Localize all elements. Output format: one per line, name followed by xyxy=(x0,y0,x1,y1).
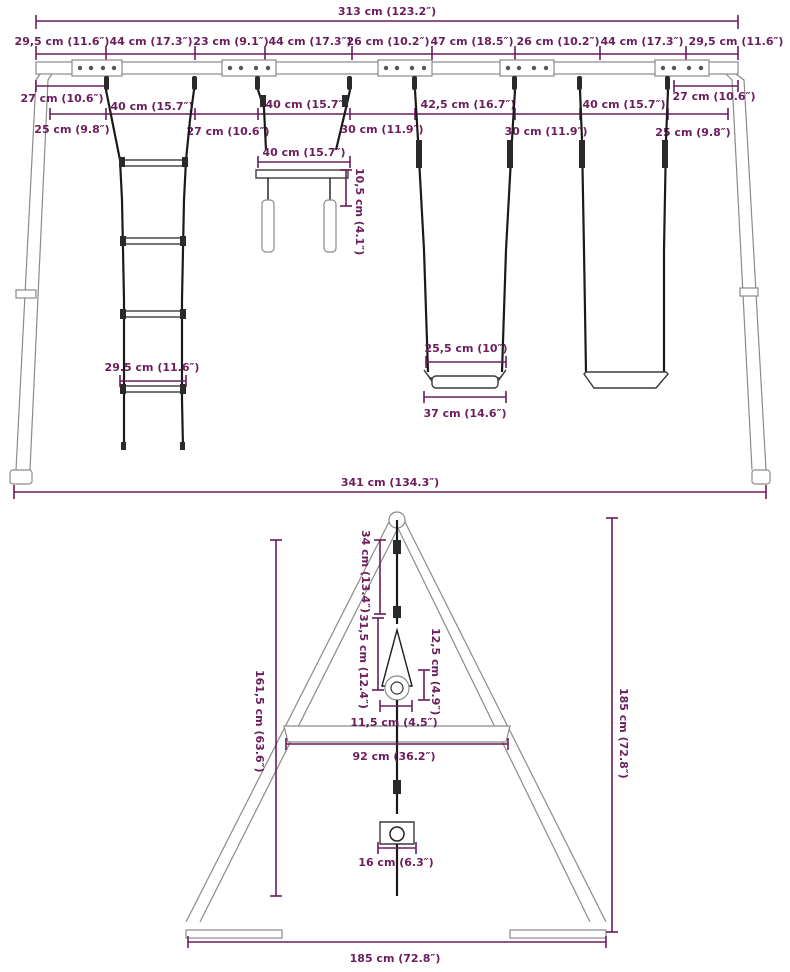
dim-swing-seat-inner: 25,5 cm (10″) xyxy=(424,342,508,368)
dim-total-top: 313 cm (123.2″) xyxy=(35,5,739,29)
dim-base-front: 341 cm (134.3″) xyxy=(13,476,767,499)
dim-segments: 29,5 cm (11.6″) 44 cm (17.3″) 23 cm (9.1… xyxy=(15,35,784,60)
base-side-label: 185 cm (72.8″) xyxy=(350,952,441,965)
hanger-g4-label: 30 cm (11.9″) xyxy=(504,125,587,138)
seat-width-label: 16 cm (6.3″) xyxy=(358,856,433,869)
side-rope xyxy=(379,520,415,896)
hanger-swing1-width-label: 42,5 cm (16.7″) xyxy=(421,98,516,111)
rope-top-label: 34 cm (13.4″) xyxy=(359,530,372,613)
swing-seat-1 xyxy=(413,89,517,389)
dim-rope-mid: 31,5 cm (12.4″) xyxy=(357,614,384,709)
dim-trapeze-bar: 40 cm (15.7″) xyxy=(257,146,351,168)
seg-label-1: 29,5 cm (11.6″) xyxy=(15,35,110,48)
swing-height-label: 161,5 cm (63.6″) xyxy=(253,670,266,773)
dim-ring-height: 12,5 cm (4.9″) xyxy=(418,628,442,715)
dim-total-height: 185 cm (72.8″) xyxy=(606,517,630,933)
dim-crossbar: 92 cm (36.2″) xyxy=(285,738,509,763)
seg-label-7: 26 cm (10.2″) xyxy=(516,35,599,48)
swing-seat-outer-label: 37 cm (14.6″) xyxy=(423,407,506,420)
crossbar-label: 92 cm (36.2″) xyxy=(352,750,435,763)
trapeze-bar-label: 40 cm (15.7″) xyxy=(262,146,345,159)
side-view: 34 cm (13.4″) 31,5 cm (12.4″) 12,5 cm (4… xyxy=(185,511,630,965)
a-frame xyxy=(185,511,607,939)
hanger-trapeze-width-label: 40 cm (15.7″) xyxy=(265,98,348,111)
seg-label-9: 29,5 cm (11.6″) xyxy=(689,35,784,48)
hanger-ladder-width-label: 40 cm (15.7″) xyxy=(110,100,193,113)
ring-width-label: 11,5 cm (4.5″) xyxy=(350,716,437,729)
ring-height-label: 12,5 cm (4.9″) xyxy=(429,628,442,715)
hanger-hooks xyxy=(104,76,670,90)
seg-label-5: 26 cm (10.2″) xyxy=(346,35,429,48)
dim-seat-width: 16 cm (6.3″) xyxy=(358,842,434,869)
seg-label-4: 44 cm (17.3″) xyxy=(268,35,351,48)
dim-ring-width: 11,5 cm (4.5″) xyxy=(350,700,438,729)
hanger-left-end-label: 27 cm (10.6″) xyxy=(20,92,103,105)
dim-trapeze-ring: 10,5 cm (4.1″) xyxy=(340,168,366,255)
dim-hanger-row-2: 25 cm (9.8″) 27 cm (10.6″) 30 cm (11.9″)… xyxy=(34,108,731,139)
hanger-right-end-label: 27 cm (10.6″) xyxy=(672,90,755,103)
seg-label-8: 44 cm (17.3″) xyxy=(600,35,683,48)
swing-seat-2 xyxy=(578,89,670,389)
dim-ladder-rung: 29.5 cm (11.6″) xyxy=(105,361,200,387)
dim-total-top-label: 313 cm (123.2″) xyxy=(338,5,436,18)
trapeze xyxy=(255,89,352,253)
dim-base-side: 185 cm (72.8″) xyxy=(187,936,607,965)
rope-mid-label: 31,5 cm (12.4″) xyxy=(357,614,370,709)
base-front-label: 341 cm (134.3″) xyxy=(341,476,439,489)
hanger-g5-label: 25 cm (9.8″) xyxy=(655,126,730,139)
dim-swing-seat-outer: 37 cm (14.6″) xyxy=(423,391,507,420)
total-height-label: 185 cm (72.8″) xyxy=(617,688,630,779)
swing-seat-inner-label: 25,5 cm (10″) xyxy=(424,342,507,355)
dim-swing-height: 161,5 cm (63.6″) xyxy=(253,539,282,897)
seg-label-2: 44 cm (17.3″) xyxy=(109,35,192,48)
right-leg xyxy=(725,73,771,485)
rope-ladder xyxy=(104,89,196,450)
dim-hanger-row-1: 27 cm (10.6″) 27 cm (10.6″) 40 cm (15.7″… xyxy=(20,80,756,113)
ladder-rung-label: 29.5 cm (11.6″) xyxy=(105,361,200,374)
hanger-g1-label: 25 cm (9.8″) xyxy=(34,123,109,136)
seg-label-6: 47 cm (18.5″) xyxy=(430,35,513,48)
front-view: 313 cm (123.2″) 29,5 cm (11.6″) 44 cm (1… xyxy=(9,5,784,499)
hanger-g2-label: 27 cm (10.6″) xyxy=(186,125,269,138)
hanger-swing2-width-label: 40 cm (15.7″) xyxy=(582,98,665,111)
trapeze-ring-label: 10,5 cm (4.1″) xyxy=(353,168,366,255)
dim-rope-top: 34 cm (13.4″) xyxy=(359,530,386,615)
top-beam xyxy=(35,59,739,77)
hanger-g3-label: 30 cm (11.9″) xyxy=(340,123,423,136)
seg-label-3: 23 cm (9.1″) xyxy=(193,35,268,48)
